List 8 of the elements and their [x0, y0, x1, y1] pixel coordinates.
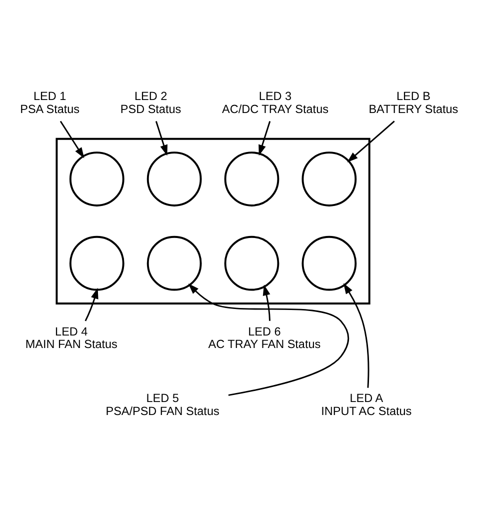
- node-text: LED 6 AC TRAY FAN Status: [208, 324, 321, 351]
- node-text: LED 3 AC/DC TRAY Status: [222, 90, 328, 116]
- node-text: LED 4 MAIN FAN Status: [25, 324, 118, 351]
- node-text: LED B BATTERY Status: [368, 90, 458, 116]
- node-text: LED 5 PSA/PSD FAN Status: [106, 392, 220, 418]
- node-text: LED 2 PSD Status: [120, 90, 182, 116]
- node-text: LED 1 PSA Status: [20, 90, 80, 116]
- node-text: LED A INPUT AC Status: [321, 392, 412, 418]
